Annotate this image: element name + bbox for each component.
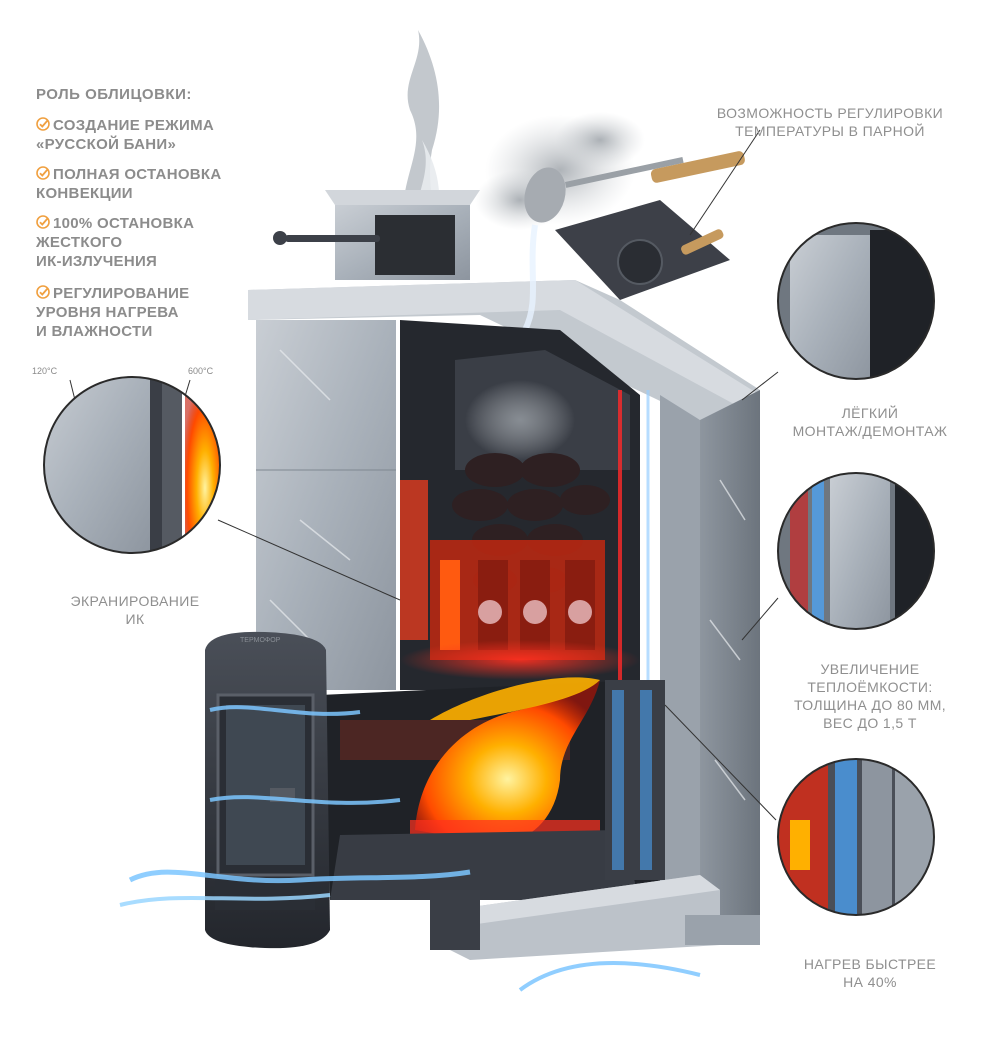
callout-line: ТОЛЩИНА ДО 80 ММ,	[793, 697, 947, 713]
heat-control-lid	[555, 200, 730, 300]
convection-channel	[605, 390, 665, 880]
feature-line: 100% ОСТАНОВКА	[53, 215, 195, 232]
callout-line: ВЕС ДО 1,5 Т	[823, 715, 917, 731]
feature-item: РЕГУЛИРОВАНИЕ УРОВНЯ НАГРЕВА И ВЛАЖНОСТИ	[36, 284, 276, 341]
feature-line: СОЗДАНИЕ РЕЖИМА	[53, 117, 215, 134]
callout-capacity: УВЕЛИЧЕНИЕ ТЕПЛОЁМКОСТИ: ТОЛЩИНА ДО 80 М…	[770, 660, 970, 732]
callout-line: ТЕМПЕРАТУРЫ В ПАРНОЙ	[735, 123, 925, 139]
callout-line: ВОЗМОЖНОСТЬ РЕГУЛИРОВКИ	[716, 105, 944, 121]
callout-line: УВЕЛИЧЕНИЕ	[820, 661, 920, 677]
door-brand-plate: TEPMOФОР	[240, 637, 281, 644]
callout-mount: ЛЁГКИЙ МОНТАЖ/ДЕМОНТАЖ	[770, 404, 970, 440]
feature-line: РЕГУЛИРОВАНИЕ	[53, 285, 190, 302]
stone-cladding	[248, 280, 760, 945]
feature-item: СОЗДАНИЕ РЕЖИМА «РУССКОЙ БАНИ»	[36, 116, 276, 154]
callout-line: ТЕПЛОЁМКОСТИ:	[807, 679, 933, 695]
feature-line: «РУССКОЙ БАНИ»	[36, 136, 177, 153]
temp-label-right: 600°C	[188, 366, 214, 376]
feature-line: УРОВНЯ НАГРЕВА	[36, 304, 179, 321]
zoom-circle-mount	[777, 222, 935, 380]
callout-screening: ЭКРАНИРОВАНИЕ ИК	[40, 592, 230, 628]
check-icon	[36, 166, 50, 180]
feature-item: 100% ОСТАНОВКА ЖЕСТКОГО ИК-ИЗЛУЧЕНИЯ	[36, 214, 276, 271]
callout-line: МОНТАЖ/ДЕМОНТАЖ	[792, 423, 948, 439]
callout-heating: НАГРЕВ БЫСТРЕЕ НА 40%	[770, 955, 970, 991]
feature-line: ИК-ИЗЛУЧЕНИЯ	[36, 253, 158, 270]
callout-line: ЛЁГКИЙ	[841, 405, 899, 421]
ladle	[522, 151, 745, 332]
damper-handle	[273, 231, 380, 245]
check-icon	[36, 117, 50, 131]
callout-temp-control: ВОЗМОЖНОСТЬ РЕГУЛИРОВКИ ТЕМПЕРАТУРЫ В ПА…	[700, 104, 960, 140]
feature-line: КОНВЕКЦИИ	[36, 185, 133, 202]
base-slab	[430, 875, 760, 960]
zoom-circle-ir-screen	[43, 376, 221, 554]
zoom-circle-capacity	[777, 472, 935, 630]
callout-line: ИК	[125, 611, 145, 627]
feature-line: И ВЛАЖНОСТИ	[36, 323, 153, 340]
feature-item: ПОЛНАЯ ОСТАНОВКА КОНВЕКЦИИ	[36, 165, 276, 203]
feature-line: ЖЕСТКОГО	[36, 234, 123, 251]
check-icon	[36, 285, 50, 299]
firebox	[320, 677, 660, 900]
cold-air-flow	[119, 705, 701, 992]
zoom-circle-heating	[777, 758, 935, 916]
feature-line: ПОЛНАЯ ОСТАНОВКА	[53, 166, 222, 183]
check-icon	[36, 215, 50, 229]
callout-line: НАГРЕВ БЫСТРЕЕ	[803, 956, 937, 972]
chimney-box	[325, 190, 480, 280]
temp-label-left: 120°C	[32, 366, 58, 376]
heater-chamber	[400, 320, 640, 690]
features-title: РОЛЬ ОБЛИЦОВКИ:	[36, 86, 192, 103]
callout-line: ЭКРАНИРОВАНИЕ	[70, 593, 200, 609]
firebox-door	[205, 631, 330, 949]
callout-line: НА 40%	[843, 974, 897, 990]
